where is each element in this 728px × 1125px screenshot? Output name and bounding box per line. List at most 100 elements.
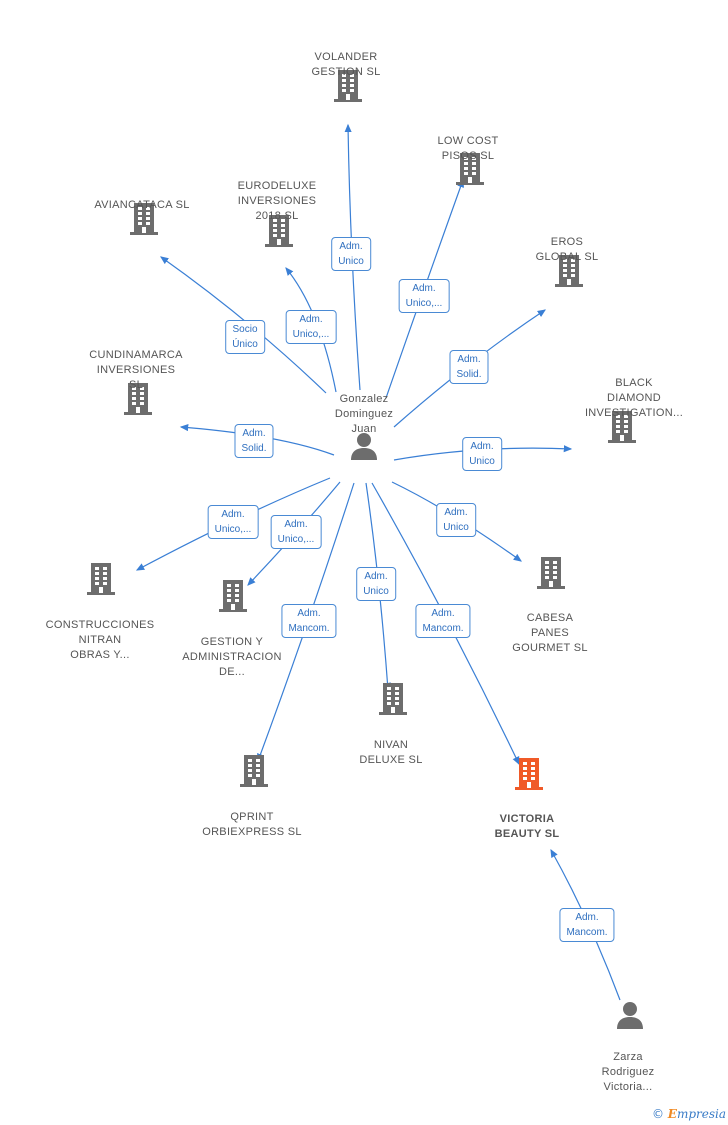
edge-label-lowcost[interactable]: Adm. Unico,... xyxy=(398,279,450,313)
company-label-qprint[interactable]: QPRINT ORBIEXPRESS SL xyxy=(202,810,302,840)
edge-label-line: Unico,... xyxy=(214,524,252,535)
edge-label-line: Unico,... xyxy=(277,534,315,545)
label-line: QPRINT xyxy=(230,811,274,823)
edge-label-line: Solid. xyxy=(241,443,267,454)
edge-label-line: Adm. xyxy=(364,571,388,582)
edge-label-gestion[interactable]: Adm. Unico,... xyxy=(270,515,322,549)
edge-label-line: Adm. xyxy=(339,241,363,252)
company-label-nivan[interactable]: NIVAN DELUXE SL xyxy=(359,738,422,768)
edge-label-line: Adm. xyxy=(242,428,266,439)
label-line: EROS xyxy=(550,236,584,248)
label-line: OBRAS Y... xyxy=(70,649,130,661)
label-line: Juan xyxy=(351,423,377,435)
label-line: SL xyxy=(128,379,144,391)
company-label-eurodeluxe[interactable]: EURODELUXE INVERSIONES 2018 SL xyxy=(238,179,317,224)
label-line: INVERSIONES xyxy=(237,195,317,207)
copyright-symbol: © xyxy=(651,1107,664,1121)
edge-label-person2[interactable]: Adm. Mancom. xyxy=(559,908,615,942)
label-line: Rodriguez xyxy=(601,1066,655,1078)
building-icon[interactable] xyxy=(536,555,566,589)
label-line: BEAUTY SL xyxy=(494,828,560,840)
edge-label-nivan[interactable]: Adm. Unico xyxy=(356,567,396,601)
person-icon-center[interactable] xyxy=(349,431,379,461)
label-line: Zarza xyxy=(613,1051,643,1063)
label-line: CUNDINAMARCA xyxy=(89,349,183,361)
label-line: ADMINISTRACION xyxy=(182,651,282,663)
edge-label-line: Adm. xyxy=(284,519,308,530)
label-line: DE... xyxy=(219,666,245,678)
company-label-gestion[interactable]: GESTION Y ADMINISTRACION DE... xyxy=(182,635,282,680)
edge-label-line: Adm. xyxy=(575,912,599,923)
building-icon[interactable] xyxy=(218,578,248,612)
company-label-cundinamarca[interactable]: CUNDINAMARCA INVERSIONES SL xyxy=(89,348,182,393)
company-label-volander[interactable]: VOLANDER GESTION SL xyxy=(311,50,380,80)
building-icon[interactable] xyxy=(378,681,408,715)
company-label-victoria[interactable]: VICTORIA BEAUTY SL xyxy=(495,812,560,842)
label-line: 2018 SL xyxy=(255,210,299,222)
edge-label-line: Unico xyxy=(363,586,389,597)
edge-label-construcciones[interactable]: Adm.Unico,... xyxy=(207,505,259,539)
edge-label-line: Solid. xyxy=(456,369,482,380)
label-line: BLACK xyxy=(615,377,653,389)
edge-label-line: Adm. xyxy=(457,354,481,365)
edge-label-line: Adm. xyxy=(412,283,436,294)
edge-label-line: Adm. xyxy=(297,608,321,619)
building-icon[interactable] xyxy=(239,753,269,787)
label-line: GOURMET SL xyxy=(512,642,588,654)
company-label-aviancataca[interactable]: AVIANCATACA SL xyxy=(94,198,189,213)
edge-label-victoria[interactable]: Adm.Mancom. xyxy=(415,604,471,638)
label-line: Gonzalez xyxy=(339,393,389,405)
label-line: ORBIEXPRESS SL xyxy=(202,826,302,838)
empresia-footer: © Empresia xyxy=(652,1107,726,1121)
label-line: GESTION SL xyxy=(311,66,381,78)
label-line: DIAMOND xyxy=(606,392,662,404)
edge-label-line: Único xyxy=(232,339,258,350)
building-icon[interactable] xyxy=(86,561,116,595)
label-line: NITRAN xyxy=(78,634,122,646)
label-line: GESTION Y xyxy=(200,636,264,648)
edge-label-line: Unico,... xyxy=(292,329,330,340)
edge-label-line: Unico,... xyxy=(405,298,443,309)
company-label-lowcost[interactable]: LOW COST PISOS SL xyxy=(437,134,498,164)
person-icon-zarza[interactable] xyxy=(615,1000,645,1030)
label-line: VOLANDER xyxy=(314,51,378,63)
label-line: VICTORIA xyxy=(499,813,555,825)
edge-label-qprint[interactable]: Adm. Mancom. xyxy=(281,604,337,638)
label-line: DELUXE SL xyxy=(359,754,423,766)
edge-label-line: Unico xyxy=(469,456,495,467)
building-icon[interactable] xyxy=(514,756,544,790)
label-line: INVERSIONES xyxy=(96,364,176,376)
label-line: PISOS SL xyxy=(441,150,495,162)
edge-label-eurodeluxe[interactable]: Adm.Unico,... xyxy=(285,310,337,344)
company-label-construcciones[interactable]: CONSTRUCCIONES NITRAN OBRAS Y... xyxy=(46,618,155,663)
company-label-black[interactable]: BLACK DIAMOND INVESTIGATION... xyxy=(585,376,683,421)
edge-label-line: Adm. xyxy=(444,507,468,518)
label-line: LOW COST xyxy=(437,135,499,147)
edge-label-line: Socio xyxy=(232,324,258,335)
edge-label-line: Unico xyxy=(443,522,469,533)
label-line: INVESTIGATION... xyxy=(584,407,684,419)
label-line: GLOBAL SL xyxy=(535,251,599,263)
brand-initial: E xyxy=(667,1107,677,1121)
company-label-eros[interactable]: EROS GLOBAL SL xyxy=(536,235,599,265)
label-line: CONSTRUCCIONES xyxy=(45,619,155,631)
label-line: Victoria... xyxy=(603,1081,653,1093)
brand-name: mpresia xyxy=(676,1107,726,1121)
edge-label-volander[interactable]: Adm. Unico xyxy=(331,237,371,271)
edge-label-line: Adm. xyxy=(470,441,494,452)
edge-label-eros[interactable]: Adm. Solid. xyxy=(449,350,489,384)
edge-label-line: Mancom. xyxy=(288,623,330,634)
edge-label-cundinamarca[interactable]: Adm. Solid. xyxy=(234,424,274,458)
edge-label-cabesa[interactable]: Adm. Unico xyxy=(436,503,476,537)
edge-label-line: Unico xyxy=(338,256,364,267)
edge-label-line: Mancom. xyxy=(566,927,608,938)
label-line: EURODELUXE xyxy=(237,180,317,192)
label-line: CABESA xyxy=(526,612,574,624)
label-line: NIVAN xyxy=(373,739,409,751)
label-line: AVIANCATACA SL xyxy=(94,199,190,211)
edge-label-black[interactable]: Adm. Unico xyxy=(462,437,502,471)
